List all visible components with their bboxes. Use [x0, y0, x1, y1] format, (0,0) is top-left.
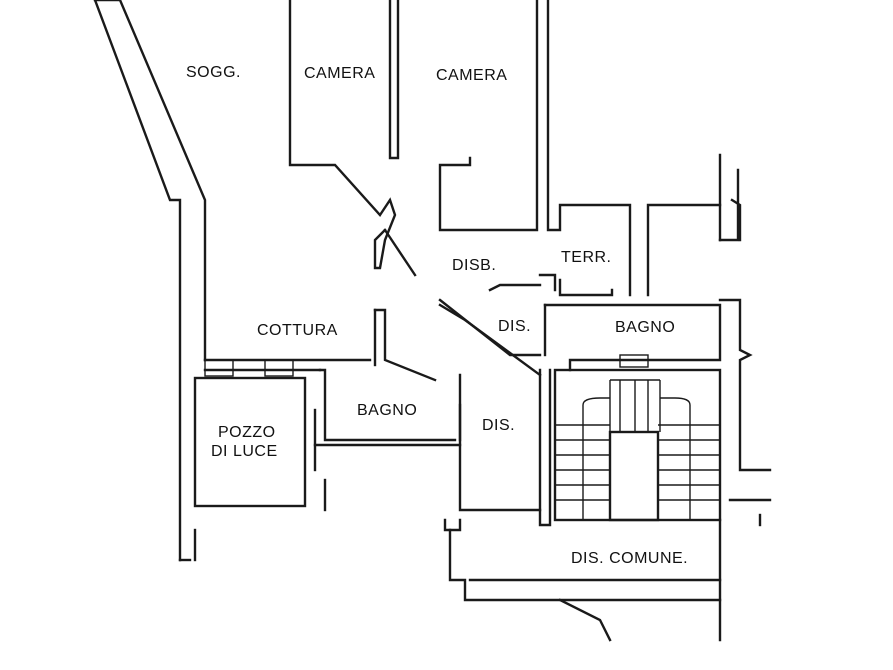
outer-walls: [93, 0, 772, 642]
label-disimpegno-b: DISB.: [452, 257, 496, 274]
label-bagno-2: BAGNO: [357, 402, 417, 419]
label-cottura: COTTURA: [257, 322, 338, 339]
label-camera-2: CAMERA: [436, 67, 507, 84]
label-terrazzo: TERR.: [561, 249, 612, 266]
staircase: [553, 354, 722, 522]
label-bagno-1: BAGNO: [615, 319, 675, 336]
label-camera-1: CAMERA: [304, 65, 375, 82]
label-soggiorno: SOGG.: [186, 64, 241, 81]
room-labels: SOGG. CAMERA CAMERA TERR. DISB. DIS. BAG…: [186, 64, 688, 567]
label-dis-2: DIS.: [482, 417, 515, 434]
label-pozzo-line1: POZZO: [218, 424, 276, 441]
label-pozzo-line2: DI LUCE: [211, 443, 278, 460]
label-dis-1: DIS.: [498, 318, 531, 335]
label-dis-comune: DIS. COMUNE.: [571, 550, 688, 567]
